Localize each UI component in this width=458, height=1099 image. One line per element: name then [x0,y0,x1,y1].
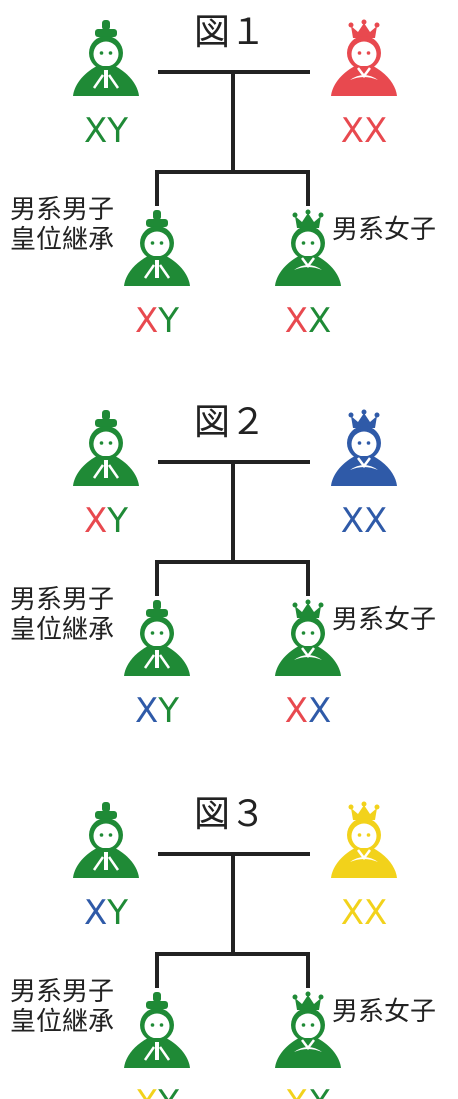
daughter-label: 男系女子 [332,215,436,245]
empress-doll-icon [275,209,341,286]
son-label: 男系男子皇位継承 [10,977,114,1037]
daughter-label-line: 男系女子 [332,605,436,635]
father-chromosomes-letter: X [84,501,107,541]
empress-doll-icon [331,19,397,96]
father-chromosomes-letter: X [84,111,107,151]
mother-chromosomes: XX [341,893,388,933]
emperor-doll-icon [73,802,139,878]
father-chromosomes: XY [84,111,128,151]
mother-chromosomes: XX [341,501,388,541]
father-chromosomes-letter: Y [106,501,128,541]
father-chromosomes-letter: Y [106,111,128,151]
daughter-chromosomes-letter: X [308,301,331,341]
daughter-label: 男系女子 [332,997,436,1027]
daughter-chromosomes: XX [285,1083,332,1099]
daughter-chromosomes-letter: X [308,1083,331,1099]
son-label-line: 皇位継承 [10,1007,114,1037]
son-chromosomes-letter: Y [157,1083,179,1099]
father-chromosomes-letter: Y [106,893,128,933]
empress-doll-icon [275,599,341,676]
children-branch-line [155,560,310,596]
mother-chromosomes-letter: X [341,501,364,541]
son-chromosomes: XY [135,301,179,341]
son-chromosomes-letter: Y [157,691,179,731]
son-chromosomes-letter: X [135,301,158,341]
empress-doll-icon [275,991,341,1068]
emperor-doll-icon [73,20,139,96]
daughter-chromosomes-letter: X [285,691,308,731]
mother-chromosomes: XX [341,111,388,151]
son-label-line: 男系男子 [10,977,114,1007]
mother-chromosomes-letter: X [364,501,387,541]
daughter-label: 男系女子 [332,605,436,635]
emperor-doll-icon [73,410,139,486]
son-label-line: 皇位継承 [10,225,114,255]
children-branch-line [155,170,310,206]
son-label-line: 男系男子 [10,195,114,225]
figure-title: 図２ [194,402,266,443]
son-chromosomes: XY [135,1083,179,1099]
daughter-chromosomes-letter: X [285,1083,308,1099]
mother-chromosomes-letter: X [341,893,364,933]
father-chromosomes: XY [84,501,128,541]
daughter-chromosomes-letter: X [308,691,331,731]
son-chromosomes-letter: X [135,1083,158,1099]
children-branch-line [155,952,310,988]
mother-chromosomes-letter: X [341,111,364,151]
emperor-doll-icon [124,992,190,1068]
son-label-line: 皇位継承 [10,615,114,645]
son-label: 男系男子皇位継承 [10,195,114,255]
daughter-chromosomes-letter: X [285,301,308,341]
figure-title: 図３ [194,794,266,835]
emperor-doll-icon [124,210,190,286]
mother-chromosomes-letter: X [364,111,387,151]
son-chromosomes-letter: Y [157,301,179,341]
daughter-chromosomes: XX [285,301,332,341]
son-chromosomes: XY [135,691,179,731]
empress-doll-icon [331,801,397,878]
figure-3: 図３XYXX男系男子皇位継承XY男系女子XX [10,794,436,1099]
son-label: 男系男子皇位継承 [10,585,114,645]
daughter-label-line: 男系女子 [332,215,436,245]
mother-chromosomes-letter: X [364,893,387,933]
father-chromosomes-letter: X [84,893,107,933]
empress-doll-icon [331,409,397,486]
daughter-chromosomes: XX [285,691,332,731]
emperor-doll-icon [124,600,190,676]
figure-title: 図１ [194,12,266,53]
son-label-line: 男系男子 [10,585,114,615]
father-chromosomes: XY [84,893,128,933]
son-chromosomes-letter: X [135,691,158,731]
daughter-label-line: 男系女子 [332,997,436,1027]
